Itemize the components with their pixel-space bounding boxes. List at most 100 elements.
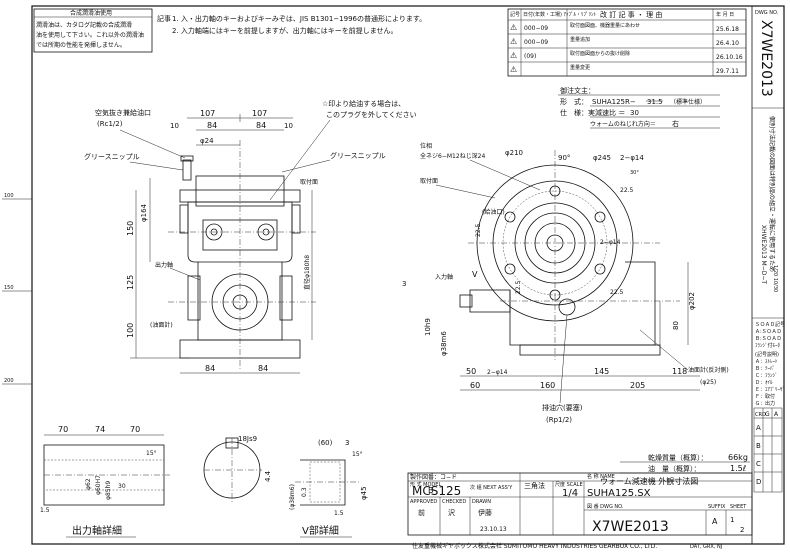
- tb-sig1: 前: [418, 508, 425, 517]
- holes-label-2: 2−φ14: [487, 369, 508, 376]
- plug-note-1: ☆印より給油する場合は、: [322, 99, 405, 108]
- svg-text:ﾌﾗﾝｼﾞ付ﾓｰﾀ: ﾌﾗﾝｼﾞ付ﾓｰﾀ: [755, 342, 781, 349]
- out-dim-70a: 70: [58, 425, 68, 434]
- out-dim-d60h7: φ60H7: [95, 475, 102, 495]
- v-label: V: [472, 270, 478, 279]
- dim-d210: φ210: [505, 149, 523, 157]
- plug-note-2: このプラグを外してください: [326, 110, 417, 119]
- tb-drawn: DRAWN: [472, 499, 491, 505]
- v-dim-d38: (φ38m6): [289, 484, 296, 510]
- holes-label: 2−φ14: [620, 154, 644, 162]
- rev-code: 000−09: [524, 25, 548, 32]
- tb-dwg-label: 図 番 DWG NO.: [587, 503, 624, 510]
- dim-10: 10: [170, 122, 179, 130]
- front-view: 107 107 10 84 84 10 φ24 φ164 150 125 100…: [84, 99, 417, 374]
- tb-mfg-label: 製作図番：コ−ド: [410, 473, 457, 481]
- svg-text:Ｃ：ﾌﾗﾝｼﾞ: Ｃ：ﾌﾗﾝｼﾞ: [755, 372, 778, 379]
- rev-header-symbol: 記号: [510, 11, 520, 18]
- dim-3: 3: [402, 280, 406, 288]
- rev-text: 重量追加: [570, 36, 590, 43]
- weight-info: 乾燥質量（概算）： 66kg 油 量（概算）： 1.5ℓ: [620, 453, 750, 474]
- footer-code: DAT, GRX, NJ: [690, 544, 722, 550]
- svg-text:CRD: CRD: [755, 412, 766, 418]
- rev-text: 取付面図面、機器重量にあわせ: [570, 22, 640, 29]
- svg-text:形 式：: 形 式：: [560, 97, 588, 106]
- oil-gauge-label-right: 油面計(反対側): [688, 366, 729, 374]
- general-notes: 記事 1. 入・出力軸のキーおよびキーみぞは、JIS B1301−1996の普通…: [157, 14, 426, 35]
- v-dim-03: 0.3: [301, 487, 308, 497]
- company-name: 住友重機械ギヤボックス株式会社 SUMITOMO HEAVY INDUSTRIE…: [412, 542, 657, 550]
- margin-mark: 200: [4, 378, 14, 384]
- tb-suffix: SUFFIX: [708, 504, 726, 510]
- dim-d180: 直径φ180h8: [303, 255, 311, 290]
- notes-label: 記事: [157, 14, 171, 23]
- out-dim-30: 30: [118, 483, 126, 490]
- svg-text:Ｆ：取付: Ｆ：取付: [755, 393, 775, 400]
- notes-box-title: 合成潤滑油使用: [70, 9, 112, 17]
- angle-90: 90°: [558, 154, 570, 162]
- svg-text:Ａ：ｽﾄﾚｰﾄ: Ａ：ｽﾄﾚｰﾄ: [755, 359, 778, 365]
- svg-text:A: A: [756, 424, 761, 432]
- tb-sig3: 伊藤: [478, 508, 492, 517]
- tb-projection: 三角法: [524, 481, 545, 490]
- strip-ratio-vertical: 1/20 10/30: [772, 265, 778, 292]
- sheet-border: [31, 5, 785, 545]
- v-dim-15: 15°: [352, 451, 363, 458]
- dim-225b: 22.5: [475, 223, 482, 237]
- svg-text:仕 様：実減速比 ＝: 仕 様：実減速比 ＝: [560, 108, 625, 117]
- tb-model-label: 形 式 MODEL: [410, 481, 441, 488]
- dim-84a: 84: [207, 121, 217, 130]
- weight1-value: 66kg: [728, 453, 748, 462]
- holes-label-3: 2−φ14: [600, 239, 621, 246]
- margin-mark: 150: [4, 285, 14, 291]
- tap-label: 全ネジ6−M12ねじ深24: [420, 152, 485, 160]
- dim-107b: 107: [252, 109, 267, 118]
- tb-checked: CHECKED: [442, 499, 466, 505]
- svg-text:Ｅ：ｴｱﾌﾞﾘｰｻﾞ: Ｅ：ｴｱﾌﾞﾘｰｻﾞ: [755, 386, 785, 393]
- oil-inlet-label: (給油口): [482, 208, 505, 216]
- spec-ratio-struck: 31.5: [647, 98, 663, 106]
- rev-code: 000−09: [524, 39, 548, 46]
- weight2-value: 1.5ℓ: [730, 464, 746, 473]
- rev-header-content: 改 訂 記 事 ・ 理 由: [600, 10, 662, 19]
- air-vent-size: (Rc1/2): [97, 120, 123, 128]
- tb-date: 23.10.13: [480, 526, 507, 533]
- svg-text:G: G: [765, 411, 770, 418]
- svg-text:Ｄ：ｵｲﾙ: Ｄ：ｵｲﾙ: [755, 380, 773, 386]
- dim-d38: φ38m6: [440, 331, 448, 356]
- tb-next-assy: 次 組 NEXT ASS'Y: [470, 484, 513, 491]
- tb-sheet: SHEET: [730, 504, 747, 510]
- lubricant-notes-box: 合成潤滑油使用 潤滑油は、カタログ記載の合成潤滑 油を使用して下さい。これ以外の…: [33, 8, 153, 53]
- margin-mark: 100: [4, 193, 14, 199]
- rev-symbol: ⚠: [510, 51, 517, 60]
- strip-model-vertical: XHWE2013 M−D−T: [760, 225, 767, 284]
- tb-sub-name: SUHA125.SX: [587, 488, 651, 499]
- key-detail: 18Js9 4.4: [203, 435, 272, 502]
- input-shaft-label: 入力軸: [435, 273, 453, 281]
- dim-118: 118: [672, 367, 687, 376]
- dim-10h9: 10h9: [424, 318, 432, 336]
- drain-label: 排油穴(要塞): [542, 403, 583, 412]
- dim-50: 50: [466, 367, 476, 376]
- rev-symbol: ⚠: [510, 65, 517, 74]
- oil-gauge-size-right: (φ25): [700, 379, 716, 386]
- v-detail-title: V部詳細: [302, 524, 339, 537]
- dim-d24: φ24: [200, 137, 214, 145]
- dim-d245: φ245: [593, 154, 611, 162]
- spec-ratio: 30: [630, 109, 639, 117]
- key-dim-44: 4.4: [264, 470, 272, 482]
- dim-205: 205: [630, 381, 645, 390]
- spec-hand: 右: [672, 119, 679, 128]
- output-detail-title: 出力軸詳細: [72, 524, 122, 537]
- svg-text:D: D: [756, 478, 761, 486]
- svg-text:（標準仕様）: （標準仕様）: [670, 98, 706, 106]
- spec-block: 御注文主： 形 式： SUHA125R− 31.5 （標準仕様） 仕 様：実減速…: [558, 86, 720, 129]
- right-info-strip: DWG NO. X7WE2013 個別寸法記載の図面は特別品の組立・運転に使用す…: [751, 6, 785, 544]
- tb-name: ウォーム減速機 外観寸法図: [600, 476, 698, 486]
- rev-header-date: 年 月 日: [716, 11, 734, 18]
- rev-symbol: ⚠: [510, 23, 517, 32]
- dim-150: 150: [126, 221, 135, 236]
- tb-dwg-no: X7WE2013: [592, 519, 669, 535]
